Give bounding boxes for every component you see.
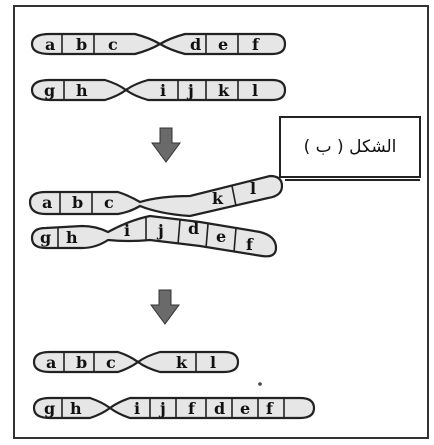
crossing-chromosome-1: a b c k l bbox=[28, 174, 284, 218]
gene-label: g bbox=[44, 399, 55, 418]
gene-label: i bbox=[134, 399, 140, 418]
gene-label: h bbox=[66, 228, 78, 247]
gene-label: h bbox=[70, 399, 82, 418]
gene-label: k bbox=[176, 353, 188, 372]
ink-dot bbox=[258, 382, 262, 386]
gene-label: a bbox=[45, 35, 55, 54]
gene-label: c bbox=[108, 35, 118, 54]
figure-label: ( ب ) الشكل bbox=[304, 137, 397, 157]
gene-label: i bbox=[124, 221, 130, 240]
gene-label: i bbox=[160, 81, 166, 100]
down-arrow-icon bbox=[150, 289, 180, 325]
gene-label: g bbox=[44, 81, 55, 100]
crossing-chromosome-2: g h i j d e f bbox=[30, 214, 278, 258]
gene-label: a bbox=[46, 353, 56, 372]
gene-label: b bbox=[76, 353, 87, 372]
result-chromosome-2: g h i j f d e f bbox=[32, 396, 316, 420]
gene-label: e bbox=[216, 227, 226, 246]
gene-label: l bbox=[252, 81, 258, 100]
gene-label: f bbox=[188, 399, 196, 418]
gene-label: c bbox=[106, 353, 116, 372]
figure-label-box: ( ب ) الشكل bbox=[279, 116, 421, 181]
gene-label: h bbox=[76, 81, 88, 100]
gene-label: j bbox=[156, 221, 164, 240]
gene-label: g bbox=[40, 228, 51, 247]
gene-label: l bbox=[250, 179, 256, 198]
gene-label: k bbox=[218, 81, 230, 100]
gene-label: j bbox=[186, 81, 194, 100]
down-arrow-icon bbox=[151, 127, 181, 163]
gene-label: c bbox=[104, 193, 114, 212]
gene-label: l bbox=[210, 353, 216, 372]
gene-label: b bbox=[76, 35, 87, 54]
gene-label: f bbox=[246, 235, 254, 254]
gene-label: j bbox=[158, 399, 166, 418]
result-chromosome-1: a b c k l bbox=[32, 350, 240, 374]
gene-label: d bbox=[190, 35, 201, 54]
parent-chromosome-1: a b c d e f bbox=[30, 32, 287, 56]
gene-label: b bbox=[72, 193, 83, 212]
parent-chromosome-2: g h i j k l bbox=[30, 78, 287, 102]
gene-label: f bbox=[252, 35, 260, 54]
gene-label: d bbox=[188, 219, 199, 238]
gene-label: k bbox=[212, 189, 224, 208]
gene-label: f bbox=[266, 399, 274, 418]
gene-label: e bbox=[240, 399, 250, 418]
outer-frame bbox=[13, 5, 429, 439]
gene-label: e bbox=[218, 35, 228, 54]
gene-label: d bbox=[214, 399, 225, 418]
gene-label: a bbox=[42, 193, 52, 212]
